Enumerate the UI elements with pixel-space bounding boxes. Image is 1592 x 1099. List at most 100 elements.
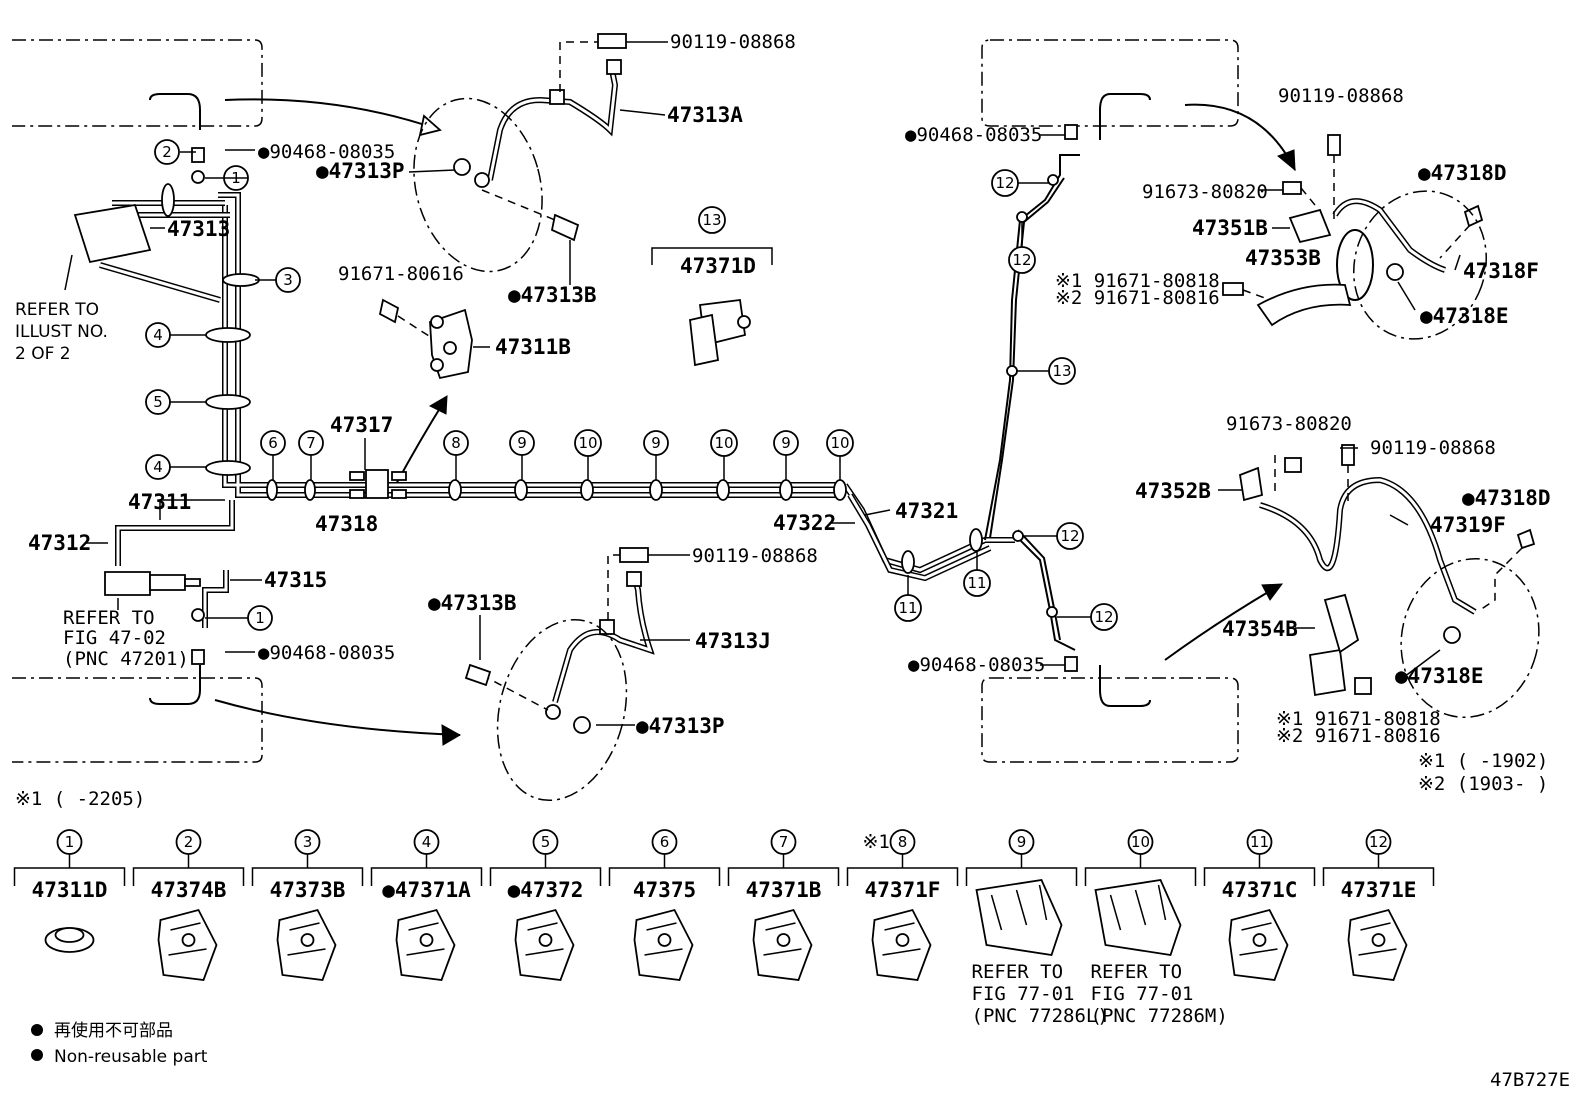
label-47313A: 47313A <box>667 103 743 127</box>
label-47319F: 47319F <box>1430 513 1506 537</box>
label-47371D: 47371D <box>680 254 756 278</box>
clamp-ref-number: 4 <box>422 833 432 851</box>
clamp-part-number: ●47372 <box>508 878 584 902</box>
fitting-2 <box>349 489 365 499</box>
arrowhead-5 <box>428 395 448 415</box>
clamp-illustration <box>157 908 218 981</box>
ref-box-top-right <box>981 39 1239 127</box>
label-91673-a: 91673-80820 <box>1142 181 1268 203</box>
ref-circle-12a: 12 <box>991 169 1019 197</box>
clamp-part-number: 47371E <box>1341 878 1417 902</box>
notes: REFER TO ILLUST NO. 2 OF 2 REFER TO FIG … <box>15 300 1548 810</box>
footnote-right-1: ※1 ( -1902) <box>1418 750 1548 772</box>
arrowhead-2 <box>441 724 462 746</box>
svg-text:7: 7 <box>306 434 316 452</box>
ref-circle-4a: 4 <box>145 322 171 348</box>
clamp-ref-circle <box>1246 829 1273 855</box>
svg-text:9: 9 <box>517 434 527 452</box>
clamp-illustration <box>514 908 575 981</box>
note-refer-illust-2: ILLUST NO. <box>15 322 108 342</box>
label-47318D-b: ●47318D <box>1462 486 1551 510</box>
clamp-note-line: (PNC 77286L) <box>972 1005 1109 1027</box>
svg-text:2: 2 <box>162 143 172 161</box>
svg-text:10: 10 <box>714 434 733 452</box>
label-90119-d: 90119-08868 <box>1370 437 1496 459</box>
master-cylinder <box>73 203 201 596</box>
label-47313B-a: ●47313B <box>508 283 597 307</box>
label-91673-b: 91673-80820 <box>1226 413 1352 435</box>
label-91671-r1b: ※1 91671-80818 <box>1276 708 1441 730</box>
clamp-illustration <box>975 879 1063 957</box>
hose-47313A <box>413 33 627 273</box>
note-refer-fig-2: FIG 47-02 <box>63 627 166 649</box>
ref-circle-10c: 10 <box>826 429 854 457</box>
svg-text:3: 3 <box>283 271 293 289</box>
ref-circle-9c: 9 <box>773 430 799 456</box>
ref-box-bottom-left <box>12 677 263 763</box>
ref-circle-7: 7 <box>298 430 324 456</box>
ref-circle-3: 3 <box>275 267 301 293</box>
legend-dot-1 <box>31 1024 43 1036</box>
ref-circle-11b: 11 <box>963 569 991 597</box>
clamp-ref-number: 12 <box>1369 833 1388 851</box>
ref-box-bottom-right <box>981 677 1239 763</box>
ref-circle-5: 5 <box>145 389 171 415</box>
arrowhead-1 <box>418 114 442 137</box>
hose-assembly-lower-right <box>1238 444 1540 719</box>
clamp-illustration <box>752 908 813 981</box>
clamp-illustration <box>871 908 932 981</box>
svg-text:12: 12 <box>1012 251 1031 269</box>
svg-text:10: 10 <box>578 434 597 452</box>
ref-circle-8: 8 <box>443 430 469 456</box>
clamp-ref-number: 3 <box>303 833 313 851</box>
clamp-part-number: ●47371A <box>382 878 471 902</box>
label-47321: 47321 <box>895 499 958 523</box>
clamp-illustration <box>1094 879 1182 957</box>
clamp-note-line: FIG 77-01 <box>972 983 1075 1005</box>
label-47318: 47318 <box>315 512 378 536</box>
ref-circle-2: 2 <box>154 139 180 165</box>
fitting-8 <box>1064 656 1078 672</box>
ref-circle-12c: 12 <box>1056 522 1084 550</box>
label-47353B: 47353B <box>1245 246 1321 270</box>
hose-stub-tr <box>1099 93 1151 140</box>
label-91671-r2a: ※2 91671-80816 <box>1055 287 1220 309</box>
svg-text:11: 11 <box>967 574 986 592</box>
label-47318D-a: ●47318D <box>1418 161 1507 185</box>
ref-circle-12d: 12 <box>1090 603 1118 631</box>
clamp-illustration <box>44 927 95 953</box>
label-47322: 47322 <box>773 511 836 535</box>
label-91671-r2b: ※2 91671-80816 <box>1276 725 1441 747</box>
clamp-note-line: (PNC 77286M) <box>1091 1005 1228 1027</box>
ref-box-top-left <box>12 39 263 127</box>
clamp-ref-number: 11 <box>1250 833 1269 851</box>
clamp-ref-number: 9 <box>1017 833 1027 851</box>
hose-47313J <box>464 547 655 802</box>
clamp-table: 147311D247374B347373B4●47371A5●473726473… <box>13 829 1435 1027</box>
clamp-ref-circle <box>651 829 678 855</box>
footnote-left: ※1 ( -2205) <box>15 788 145 810</box>
leader-lines-2 <box>170 151 1091 619</box>
label-90468-d: ●90468-08035 <box>908 654 1045 676</box>
callout-labels: 90119-08868 47313A ●90468-08035 ●47313P … <box>28 31 1551 747</box>
hose-assembly-upper-right <box>1222 134 1487 340</box>
label-47351B: 47351B <box>1192 216 1268 240</box>
note-refer-fig-3: (PNC 47201) <box>63 648 189 670</box>
clamp-ref-circle <box>532 829 559 855</box>
svg-text:4: 4 <box>153 458 163 476</box>
ref-circle-10a: 10 <box>574 429 602 457</box>
ref-circle-10b: 10 <box>710 429 738 457</box>
clamp-part-number: 47371B <box>746 878 822 902</box>
label-47318F: 47318F <box>1463 259 1539 283</box>
clamp-ref-circle <box>770 829 797 855</box>
note-refer-illust-3: 2 OF 2 <box>15 344 71 364</box>
svg-text:12: 12 <box>1060 527 1079 545</box>
joint-47317 <box>365 469 389 499</box>
clamp-ref-number: 8 <box>898 833 908 851</box>
